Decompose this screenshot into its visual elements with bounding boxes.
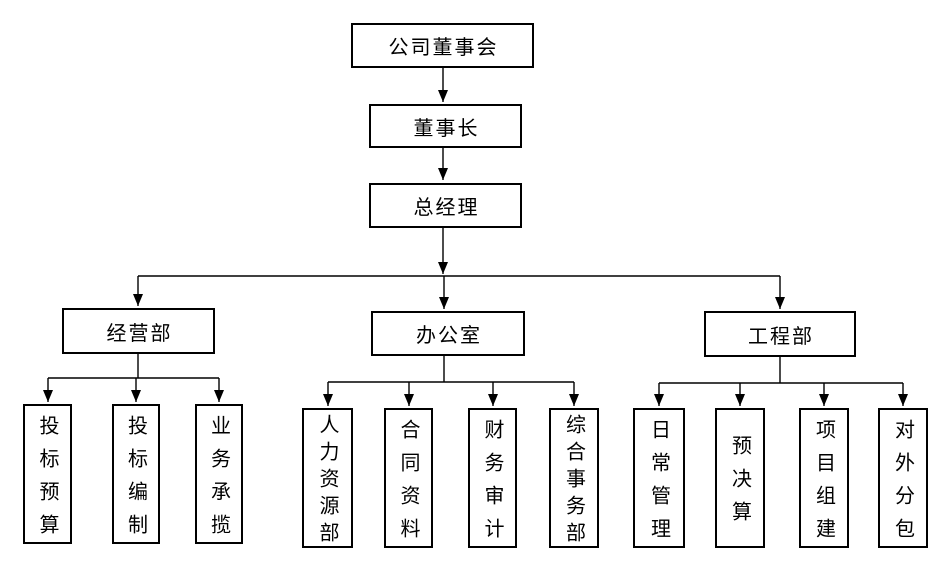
node-label: 对外分包 (891, 418, 914, 551)
node-label: 合同资料 (397, 418, 419, 551)
node-external-subcontracting: 对外分包 (878, 408, 928, 551)
node-label: 投标编制 (124, 414, 147, 547)
node-label: 经营部 (106, 322, 173, 345)
node-chairman: 董事长 (369, 104, 522, 148)
node-label: 财务审计 (481, 418, 503, 551)
node-label: 综合事务部 (562, 414, 585, 549)
node-label: 日常管理 (647, 418, 670, 551)
node-label: 项目组建 (812, 418, 835, 551)
node-dept-engineering: 工程部 (704, 311, 856, 357)
node-project-formation: 项目组建 (799, 408, 849, 551)
node-bid-budgeting: 投标预算 (23, 404, 72, 547)
node-bid-preparation: 投标编制 (112, 404, 160, 547)
node-label: 总经理 (413, 197, 480, 219)
node-label: 董事长 (413, 117, 480, 140)
node-daily-management: 日常管理 (633, 408, 685, 551)
node-human-resources: 人力资源部 (302, 408, 353, 549)
node-label: 公司董事会 (388, 37, 499, 59)
node-general-manager: 总经理 (369, 183, 522, 228)
node-label: 业务承揽 (207, 414, 230, 547)
node-label: 办公室 (416, 325, 482, 347)
node-business-contracting: 业务承揽 (195, 404, 243, 547)
node-general-affairs: 综合事务部 (549, 408, 599, 549)
node-board-of-directors: 公司董事会 (351, 23, 534, 68)
node-label: 预决算 (728, 435, 751, 534)
node-budget-final-accounts: 预决算 (715, 408, 765, 548)
node-financial-audit: 财务审计 (468, 408, 517, 551)
node-label: 人力资源部 (316, 414, 338, 549)
node-dept-operations: 经营部 (62, 308, 215, 354)
node-label: 投标预算 (36, 414, 58, 547)
node-contract-documents: 合同资料 (384, 408, 433, 551)
node-dept-office: 办公室 (371, 311, 525, 356)
node-label: 工程部 (748, 325, 814, 348)
